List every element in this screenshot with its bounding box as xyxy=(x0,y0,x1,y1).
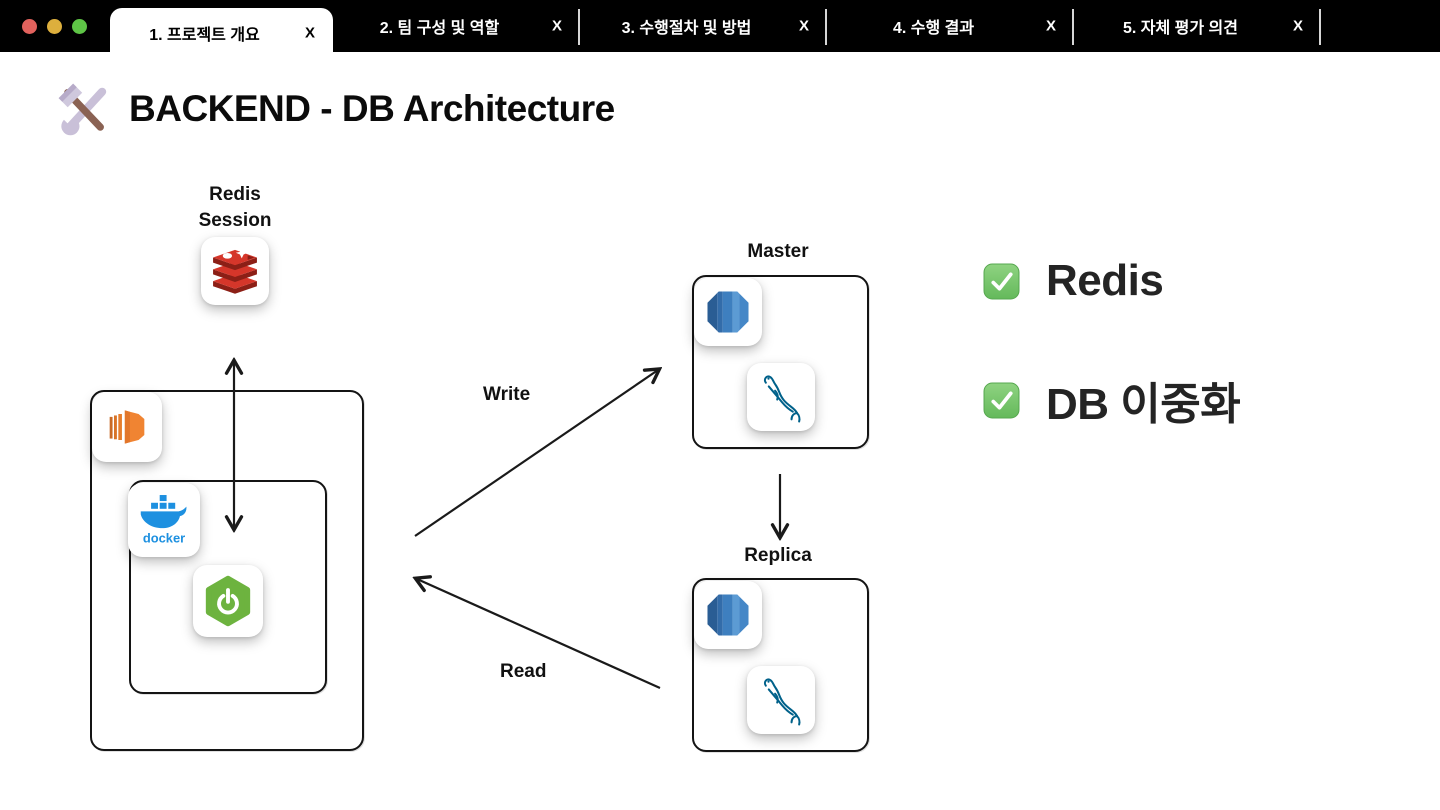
page-title: BACKEND - DB Architecture xyxy=(129,88,615,129)
tab-team-roles[interactable]: 2. 팀 구성 및 역할 X xyxy=(333,0,580,52)
hammer-and-wrench-icon xyxy=(58,83,107,136)
tab-project-overview[interactable]: 1. 프로젝트 개요 X xyxy=(110,8,333,58)
read-label: Read xyxy=(500,661,547,682)
spring-boot-icon xyxy=(205,575,251,627)
write-arrow xyxy=(414,370,658,537)
master-rds-card xyxy=(694,278,762,346)
tab-close-icon[interactable]: X xyxy=(551,17,562,35)
traffic-lights xyxy=(22,19,87,34)
redis-session-label: Redis Session xyxy=(175,182,295,233)
page-title-row: BACKEND - DB Architecture xyxy=(55,80,615,138)
tab-label: 3. 수행절차 및 방법 xyxy=(621,20,752,37)
replica-label: Replica xyxy=(744,545,812,566)
aws-ec2-icon xyxy=(109,410,145,444)
docker-icon: docker xyxy=(140,495,187,545)
mysql-icon xyxy=(763,375,801,423)
tab-close-icon[interactable]: X xyxy=(304,24,315,42)
docker-card: docker xyxy=(128,483,200,557)
tab-results[interactable]: 4. 수행 결과 X xyxy=(827,0,1074,52)
tab-label: 4. 수행 결과 xyxy=(892,20,975,37)
checklist-label: Redis xyxy=(1046,256,1164,305)
write-label: Write xyxy=(483,384,531,405)
window-titlebar: 1. 프로젝트 개요 X 2. 팀 구성 및 역할 X 3. 수행절차 및 방법… xyxy=(0,0,1440,58)
green-check-icon xyxy=(983,382,1020,418)
master-mysql-card xyxy=(747,363,815,431)
tab-label: 1. 프로젝트 개요 xyxy=(149,27,260,44)
tab-close-icon[interactable]: X xyxy=(798,17,809,35)
tab-bar: 1. 프로젝트 개요 X 2. 팀 구성 및 역할 X 3. 수행절차 및 방법… xyxy=(110,0,1321,58)
tab-self-evaluation[interactable]: 5. 자체 평가 의견 X xyxy=(1074,0,1321,52)
replica-rds-card xyxy=(694,581,762,649)
green-check-icon xyxy=(983,263,1020,299)
zoom-window-button[interactable] xyxy=(72,19,87,34)
redis-session-label-line2: Session xyxy=(198,209,272,231)
docker-wordmark: docker xyxy=(143,530,185,545)
tab-procedure-method[interactable]: 3. 수행절차 및 방법 X xyxy=(580,0,827,52)
close-window-button[interactable] xyxy=(22,19,37,34)
spring-boot-card xyxy=(193,565,263,637)
redis-card xyxy=(201,237,269,305)
aws-ec2-card xyxy=(92,392,162,462)
redis-session-label-line1: Redis xyxy=(209,184,261,205)
tab-close-icon[interactable]: X xyxy=(1045,17,1056,35)
mysql-icon xyxy=(763,678,801,726)
aws-rds-icon xyxy=(707,291,749,333)
replica-db-box xyxy=(692,578,869,752)
checklist-item-redis: Redis xyxy=(983,256,1164,306)
checklist-label: DB 이중화 xyxy=(1046,380,1241,429)
checklist-item-db-replication: DB 이중화 xyxy=(983,368,1241,432)
aws-rds-icon xyxy=(707,594,749,636)
master-label: Master xyxy=(747,241,809,262)
master-db-box xyxy=(692,275,869,449)
minimize-window-button[interactable] xyxy=(47,19,62,34)
tab-label: 2. 팀 구성 및 역할 xyxy=(379,20,500,37)
tab-label: 5. 자체 평가 의견 xyxy=(1123,20,1238,37)
replica-mysql-card xyxy=(747,666,815,734)
tab-close-icon[interactable]: X xyxy=(1292,17,1303,35)
redis-icon xyxy=(213,248,257,294)
